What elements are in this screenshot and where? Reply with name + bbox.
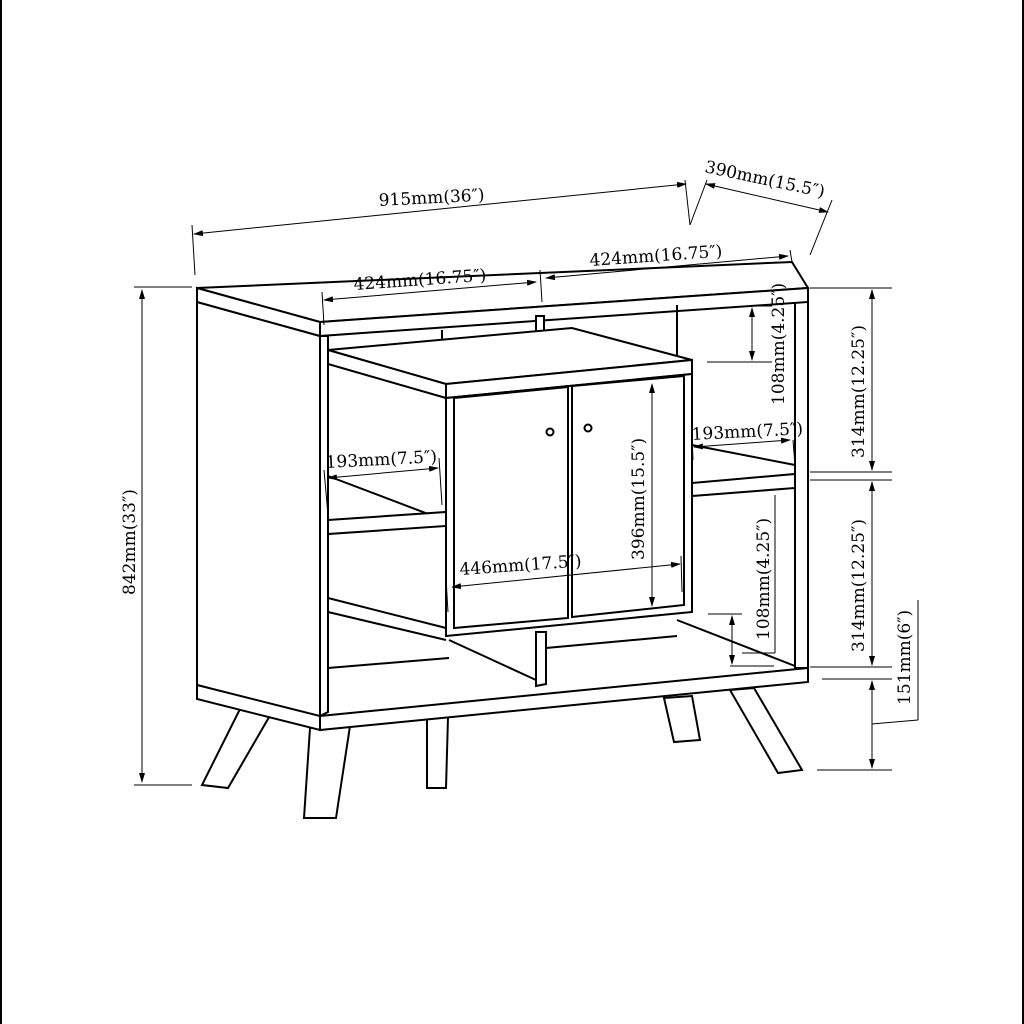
side-panel-right xyxy=(794,290,809,669)
label-overall-height: 842mm(33″) xyxy=(120,489,140,595)
door-left[interactable] xyxy=(453,385,569,630)
lower-divider xyxy=(535,631,547,688)
leg-front-right xyxy=(728,686,804,775)
label-upper-section-height: 314mm(12.25″) xyxy=(849,325,869,458)
left-shelf xyxy=(327,510,447,536)
door-right[interactable] xyxy=(571,374,685,619)
top-slab-end xyxy=(196,286,321,338)
label-upper-gap-height: 108mm(4.25″) xyxy=(769,283,789,405)
label-lower-section-height: 314mm(12.25″) xyxy=(849,519,869,652)
right-shelf xyxy=(691,472,796,498)
bottom-slab-end xyxy=(196,683,321,732)
door-knob-left[interactable] xyxy=(545,427,555,437)
leg-back-left xyxy=(200,703,274,790)
label-depth: 390mm(15.5″) xyxy=(703,157,827,202)
door-knob-right[interactable] xyxy=(583,423,593,433)
label-leg-height: 151mm(6″) xyxy=(895,610,915,705)
leg-front-left xyxy=(302,724,352,819)
side-panel-left xyxy=(196,300,321,720)
dimension-lines xyxy=(134,179,919,786)
label-lower-gap-height: 108mm(4.25″) xyxy=(754,518,774,640)
cabinet-drawing xyxy=(196,260,810,819)
leg-back-right xyxy=(662,694,702,744)
front-upright-left xyxy=(319,335,329,718)
label-right-shelf-depth: 193mm(7.5″) xyxy=(691,419,803,445)
label-overall-width: 915mm(36″) xyxy=(378,185,485,211)
leg-middle xyxy=(426,715,450,789)
label-door-height: 396mm(15.5″) xyxy=(629,438,649,560)
